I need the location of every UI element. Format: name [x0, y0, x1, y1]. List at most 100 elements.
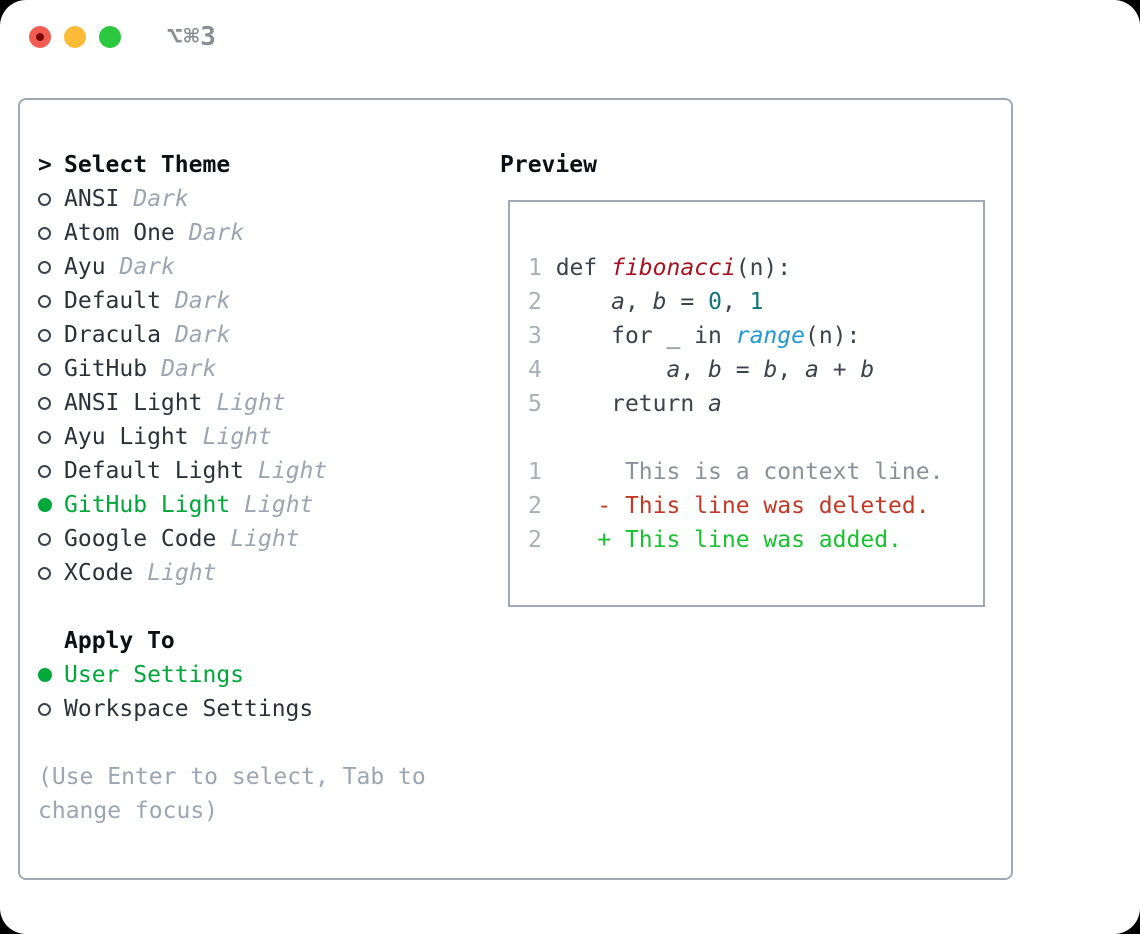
prompt-caret: > [38, 152, 52, 178]
radio-cell [38, 396, 64, 410]
theme-option-label: ANSI [64, 186, 120, 212]
radio-icon [38, 532, 51, 546]
radio-icon [38, 362, 51, 376]
radio-cell [38, 362, 64, 376]
code-token-plain: , [624, 289, 653, 315]
line-number: 2 [528, 527, 542, 553]
theme-option-label: GitHub [64, 356, 148, 382]
radio-cell [38, 192, 64, 206]
blank-line [528, 421, 943, 455]
code-token-del: - This line was deleted. [541, 493, 930, 519]
apply-option-label: User Settings [64, 662, 245, 688]
preview-title: Preview [500, 152, 597, 178]
code-token-plain: = [666, 289, 709, 315]
keyboard-hint: (Use Enter to select, Tab to change focu… [38, 764, 426, 824]
theme-option-label: Default Light [64, 458, 245, 484]
code-token-var: a [611, 289, 625, 315]
theme-option-default-light[interactable]: Default Light Light [38, 454, 442, 488]
line-number: 5 [528, 391, 542, 417]
apply-option-label: Workspace Settings [64, 696, 314, 722]
radio-selected-icon [38, 668, 52, 682]
radio-icon [38, 192, 51, 206]
theme-option-github[interactable]: GitHub Dark [38, 352, 442, 386]
code-line-5: 5 return a [528, 387, 943, 421]
line-number: 3 [528, 323, 542, 349]
theme-variant-label: Light [147, 560, 217, 586]
radio-cell [38, 328, 64, 342]
spacer [38, 726, 442, 760]
theme-option-label: Ayu Light [64, 424, 189, 450]
select-theme-header: > Select Theme [38, 148, 442, 182]
code-token-plain: , [680, 357, 709, 383]
code-token-plain: def [541, 255, 612, 281]
radio-icon [38, 430, 51, 444]
code-token-add: + This line was added. [541, 527, 902, 553]
theme-variant-label: Light [230, 526, 300, 552]
code-token-plain: (n): [804, 323, 861, 349]
line-number: 1 [528, 255, 542, 281]
minimize-button[interactable] [64, 26, 86, 48]
maximize-button[interactable] [99, 26, 121, 48]
code-token-fn: fibonacci [611, 255, 736, 281]
close-button[interactable] [29, 26, 51, 48]
diff-context-line: 1 This is a context line. [528, 455, 943, 489]
theme-variant-label: Dark [188, 220, 245, 246]
theme-variant-label: Dark [174, 322, 231, 348]
window-title: ⌥⌘3 [167, 22, 217, 52]
code-token-plain [542, 289, 611, 315]
theme-option-dracula[interactable]: Dracula Dark [38, 318, 442, 352]
theme-option-ansi[interactable]: ANSI Dark [38, 182, 442, 216]
radio-cell [38, 668, 64, 682]
radio-icon [38, 464, 51, 478]
line-number: 4 [528, 357, 542, 383]
theme-option-label: Dracula [64, 322, 161, 348]
apply-option-user-settings[interactable]: User Settings [38, 658, 442, 692]
theme-variant-label: Light [202, 424, 272, 450]
radio-cell [38, 464, 64, 478]
code-token-var: b [652, 289, 667, 315]
theme-variant-label: Light [244, 492, 314, 518]
diff-added-line: 2 + This line was added. [528, 523, 943, 557]
code-token-plain: return [541, 391, 709, 417]
titlebar: ⌥⌘3 [29, 22, 217, 52]
line-number: 1 [528, 459, 542, 485]
theme-variant-label: Dark [174, 288, 231, 314]
radio-icon [38, 566, 51, 580]
code-token-context: This is a context line. [541, 459, 944, 485]
code-token-plain: , [721, 289, 750, 315]
code-token-plain: (n): [735, 255, 792, 281]
spacer [38, 590, 442, 624]
radio-cell [38, 702, 64, 716]
line-number: 2 [528, 493, 542, 519]
code-token-plain: + [818, 357, 861, 383]
theme-variant-label: Dark [161, 356, 217, 382]
theme-variant-label: Light [216, 390, 286, 416]
theme-variant-label: Light [258, 458, 328, 484]
apply-to-title: Apply To [64, 628, 175, 654]
code-token-var: b [708, 357, 722, 383]
theme-option-ayu-light[interactable]: Ayu Light Light [38, 420, 442, 454]
radio-icon [38, 226, 51, 240]
theme-variant-label: Dark [133, 186, 189, 212]
apply-option-workspace-settings[interactable]: Workspace Settings [38, 692, 442, 726]
unsaved-changes-dot-icon [36, 33, 44, 41]
code-line-1: 1 def fibonacci(n): [528, 251, 943, 285]
code-token-var: b [763, 357, 778, 383]
line-number: 2 [528, 289, 542, 315]
theme-option-label: Atom One [64, 220, 175, 246]
apply-to-header: Apply To [38, 624, 442, 658]
diff-deleted-line: 2 - This line was deleted. [528, 489, 943, 523]
theme-option-atom-one[interactable]: Atom One Dark [38, 216, 442, 250]
code-token-var: a [666, 357, 681, 383]
code-line-2: 2 a, b = 0, 1 [528, 285, 943, 319]
radio-cell [38, 260, 64, 274]
